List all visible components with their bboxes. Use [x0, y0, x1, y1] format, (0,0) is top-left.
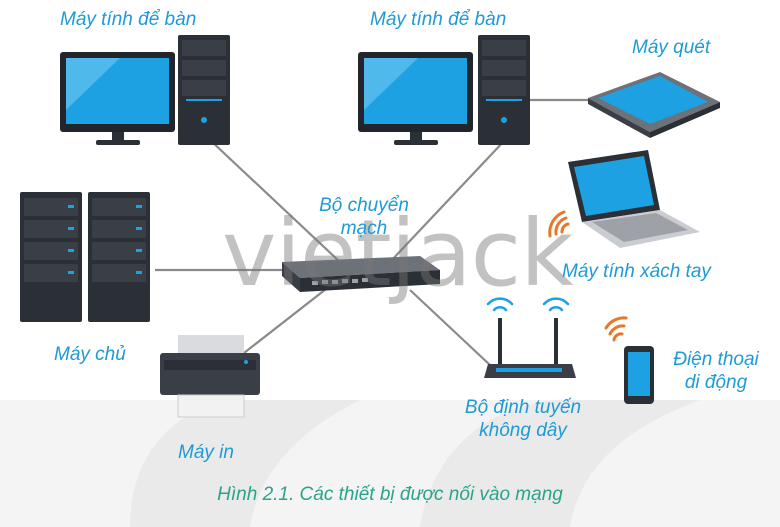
cable-desktop-right: [389, 139, 506, 263]
switch-icon: [282, 256, 440, 292]
label-switch-line2: mạch: [340, 218, 388, 239]
cables: [155, 98, 590, 366]
cable-router: [409, 289, 491, 366]
label-desktop-left: Máy tính để bàn: [60, 9, 197, 30]
router-wifi-icon: [486, 297, 570, 312]
server-icon: [20, 192, 150, 322]
background-shapes: [0, 400, 780, 527]
label-router-line2: không dây: [479, 420, 567, 441]
label-phone-line1: Điện thoại: [673, 349, 759, 370]
desktop-left-monitor: [60, 52, 175, 145]
phone-icon: [624, 346, 654, 404]
label-router: Bộ định tuyến không dây: [452, 396, 594, 442]
label-server: Máy chủ: [54, 344, 126, 365]
label-router-line1: Bộ định tuyến: [464, 397, 582, 418]
desktop-right-monitor: [358, 52, 473, 145]
watermark: vietjack: [222, 200, 573, 307]
label-switch: Bộ chuyển mạch: [308, 194, 420, 240]
label-laptop: Máy tính xách tay: [562, 261, 711, 282]
cable-printer: [234, 281, 336, 361]
printer-icon: [160, 335, 260, 418]
scanner-icon: [588, 72, 720, 138]
router-icon: [484, 318, 576, 378]
phone-wifi-icon: [604, 316, 628, 342]
label-phone-line2: di động: [684, 372, 748, 393]
laptop-wifi-icon: [548, 210, 570, 238]
desktop-left-tower: [178, 35, 230, 145]
label-phone: Điện thoại di động: [664, 348, 768, 394]
figure-caption: Hình 2.1. Các thiết bị được nối vào mạng: [217, 484, 563, 505]
label-switch-line1: Bộ chuyển: [319, 195, 409, 216]
label-scanner: Máy quét: [632, 37, 711, 58]
label-desktop-right: Máy tính để bàn: [370, 9, 507, 30]
cable-desktop-left: [209, 139, 341, 263]
desktop-right-tower: [478, 35, 530, 145]
laptop-icon: [568, 150, 700, 248]
label-printer: Máy in: [178, 442, 234, 463]
